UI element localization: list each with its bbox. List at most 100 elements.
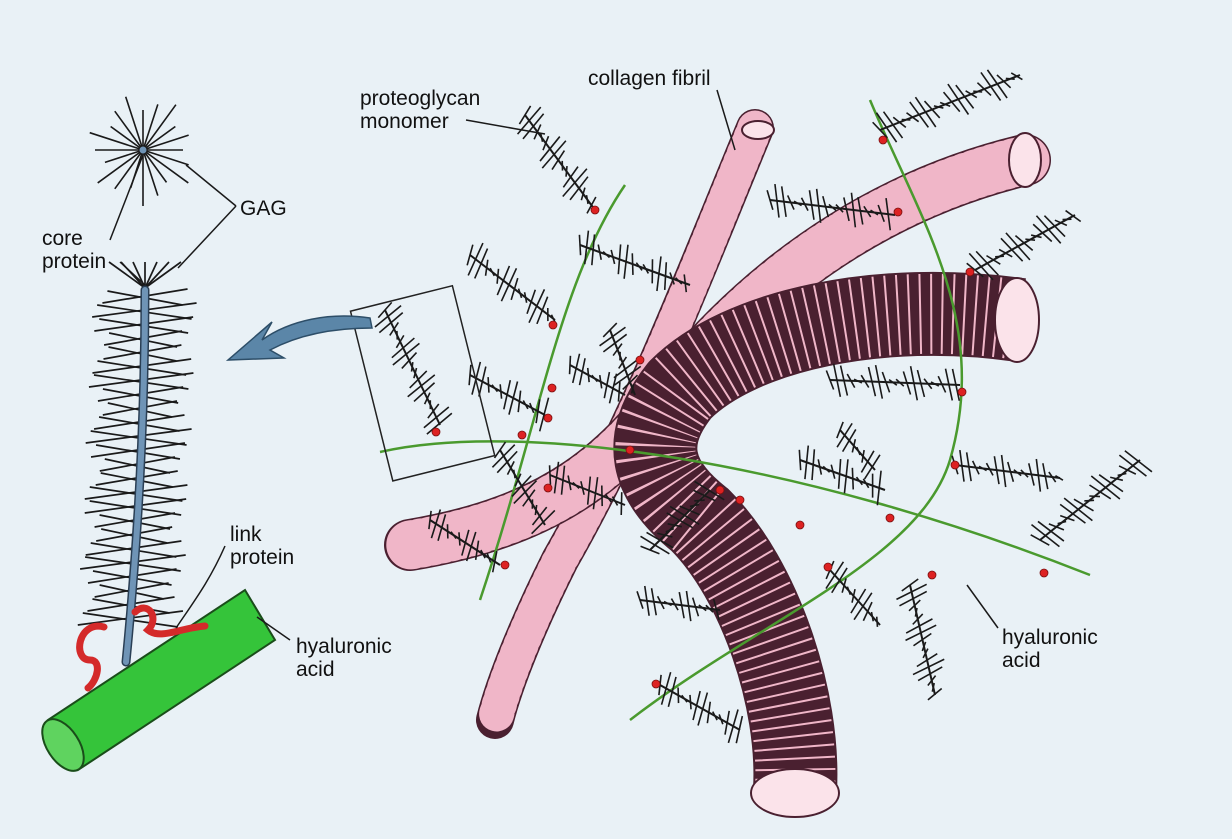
gag-chain: [663, 262, 668, 291]
hyaluronic-acid-strands: [379, 99, 1091, 721]
gag-chain: [892, 116, 907, 129]
gag-chain: [825, 561, 845, 589]
gag-chain: [808, 190, 815, 220]
gag-chain: [580, 187, 586, 201]
link-dot: [735, 495, 745, 505]
gag-chain: [846, 586, 852, 596]
link-dot: [885, 513, 895, 523]
gag-chain: [486, 552, 492, 563]
link-dot: [625, 445, 635, 455]
gag-chain: [853, 592, 873, 621]
link-dot: [500, 560, 510, 570]
gag-chain: [908, 599, 921, 612]
gag-chain: [718, 714, 724, 725]
gag-chain: [142, 149, 159, 196]
gag-chain: [839, 365, 849, 396]
gag-chain: [836, 422, 853, 448]
proteoglycan-monomer: [516, 105, 597, 214]
link-dot: [651, 679, 661, 689]
gag-chain: [863, 454, 881, 480]
gag-chain: [875, 616, 879, 627]
link-dot: [543, 483, 553, 493]
link-dot: [431, 427, 441, 437]
gag-chain: [1030, 534, 1050, 546]
link-dot: [543, 413, 553, 423]
gag-chain: [613, 365, 642, 386]
gag-chain: [828, 203, 837, 212]
gag-chain: [971, 460, 980, 475]
gag-chain: [528, 289, 546, 324]
proteoglycan-monomer: [548, 461, 626, 516]
proteoglycan-monomer: [568, 353, 626, 404]
proteoglycan-brushes: [374, 69, 1153, 744]
gag-chain: [916, 369, 926, 398]
core-protein-line: [524, 114, 596, 211]
gag-chain: [939, 101, 951, 108]
gag-chain: [465, 531, 477, 562]
gag-chain: [817, 459, 823, 475]
collagen-fibril-end: [1008, 132, 1042, 188]
gag-chain: [867, 366, 877, 397]
collagen-fibril-end: [741, 120, 775, 140]
gag-chain: [1084, 499, 1095, 502]
gag-chain: [855, 476, 863, 486]
gag-chain: [539, 133, 544, 143]
proteoglycan-monomer: [1030, 450, 1153, 548]
gag-chain: [565, 165, 568, 177]
gag-chain: [1048, 471, 1057, 483]
gag-chain: [534, 504, 538, 516]
gag-chain: [986, 69, 1008, 99]
gag-chain: [831, 567, 848, 594]
gag-chain: [1035, 458, 1042, 492]
gag-chain: [548, 465, 552, 485]
gag-chain: [144, 261, 182, 289]
gag-chain: [591, 374, 598, 383]
gag-chain: [499, 384, 503, 399]
core-protein-line: [579, 244, 691, 286]
gag-chain: [973, 90, 983, 93]
gag-chain: [851, 467, 855, 490]
core-protein-line: [569, 364, 626, 396]
gag-chain: [881, 371, 891, 393]
gag-chain: [613, 359, 637, 379]
gag-chain: [489, 267, 496, 277]
gag-chain: [793, 200, 802, 207]
link-dot: [927, 570, 937, 580]
link-dot: [590, 205, 600, 215]
gag-chain: [401, 352, 418, 370]
gag-chain: [674, 277, 683, 285]
link-dot: [795, 520, 805, 530]
gag-chain: [605, 494, 612, 503]
gag-chain: [841, 578, 847, 593]
gag-chain: [916, 652, 938, 668]
gag-chain: [500, 268, 518, 302]
gag-chain: [669, 505, 700, 525]
gag-chain: [980, 72, 1002, 101]
gag-chain: [523, 292, 528, 303]
gag-chain: [513, 479, 538, 505]
gag-chain: [377, 301, 393, 319]
gag-chain: [882, 111, 904, 139]
gag-chain: [466, 244, 474, 266]
gag-chain: [1037, 520, 1065, 542]
gag-chain: [921, 641, 927, 652]
gag-chain: [467, 242, 484, 276]
gag-chain: [1118, 454, 1147, 477]
gag-chain: [426, 412, 453, 435]
core-protein: [123, 287, 148, 665]
gag-chain: [998, 248, 1013, 258]
gag-chain: [522, 489, 536, 507]
gag-chain: [536, 296, 549, 325]
gag-chain: [512, 469, 516, 479]
proteoglycan-monomer: [896, 578, 945, 701]
gag-chain: [642, 263, 650, 274]
gag-chain: [437, 514, 447, 541]
gag-chain: [909, 101, 930, 128]
gag-chain: [711, 711, 718, 721]
gag-chain: [539, 136, 561, 162]
gag-chain: [689, 503, 700, 508]
collagen-leader-line: [716, 89, 736, 151]
gag-chain: [635, 262, 643, 271]
gag-chain: [874, 364, 884, 399]
gag-chain: [1006, 461, 1015, 482]
